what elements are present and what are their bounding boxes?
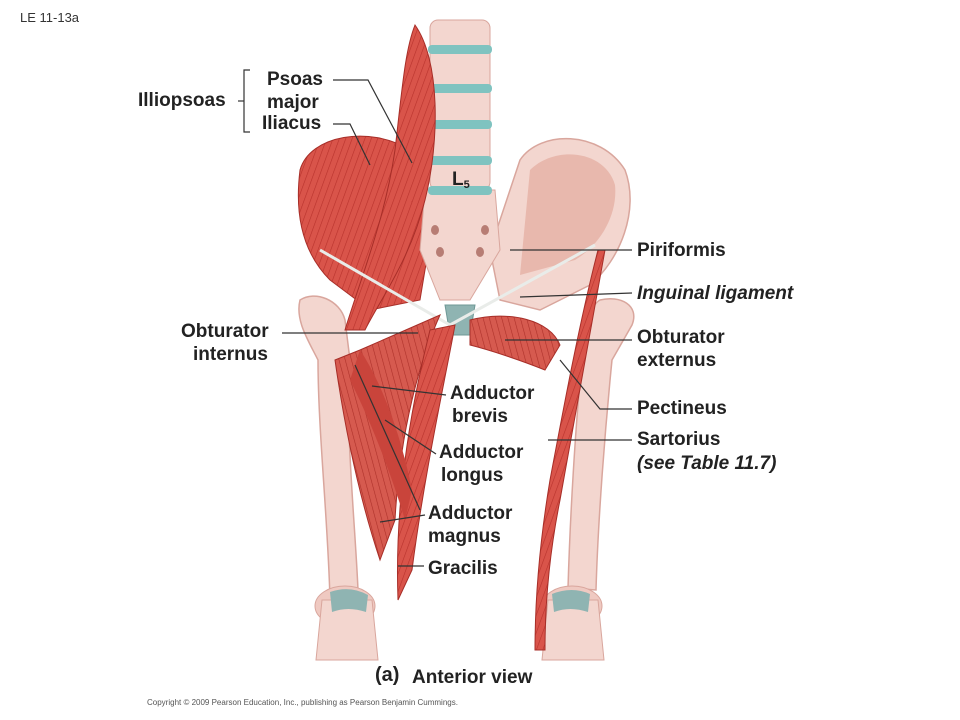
label-illiopsoas: Illiopsoas: [138, 90, 226, 111]
label-l5-letter: L: [452, 169, 464, 190]
leader-lines: [238, 69, 633, 567]
label-inguinal-ligament: Inguinal ligament: [637, 283, 794, 304]
label-sartorius-line1: Sartorius: [637, 429, 721, 450]
label-psoas-text: Psoas major: [267, 69, 323, 113]
label-obturator-externus-line1: Obturator: [637, 327, 725, 348]
label-adductor-brevis-line2: brevis: [452, 406, 508, 427]
label-obturator-externus-line2: externus: [637, 350, 717, 371]
label-obturator-internus-line2: internus: [193, 344, 268, 365]
label-obturator-internus-line1: Obturator: [181, 321, 269, 342]
caption-text: Anterior view: [412, 667, 533, 688]
label-gracilis: Gracilis: [428, 558, 498, 579]
label-adductor-magnus-line2: magnus: [428, 526, 501, 547]
caption-letter: (a): [375, 664, 400, 686]
label-l5: L5: [452, 168, 470, 197]
label-piriformis: Piriformis: [637, 240, 726, 261]
label-psoas-major: Psoas major: [267, 68, 331, 114]
label-adductor-magnus-line1: Adductor: [428, 503, 513, 524]
figure-id: LE 11-13a: [20, 10, 80, 25]
sartorius-muscle: [534, 249, 606, 651]
psoas-major-muscle: [344, 23, 436, 331]
inguinal-ligament-line: [319, 243, 596, 327]
label-adductor-brevis-line1: Adductor: [450, 383, 535, 404]
label-adductor-longus-line2: longus: [441, 465, 504, 486]
lumbar-vertebrae: [428, 19, 492, 195]
label-iliacus: Iliacus: [262, 113, 322, 134]
label-adductor-longus-line1: Adductor: [439, 442, 524, 463]
label-l5-subscript: 5: [463, 179, 470, 191]
label-sartorius-line2: (see Table 11.7): [637, 453, 777, 474]
pectineus-muscle: [469, 315, 561, 371]
copyright-notice: Copyright © 2009 Pearson Education, Inc.…: [147, 698, 458, 707]
label-pectineus: Pectineus: [637, 398, 727, 419]
